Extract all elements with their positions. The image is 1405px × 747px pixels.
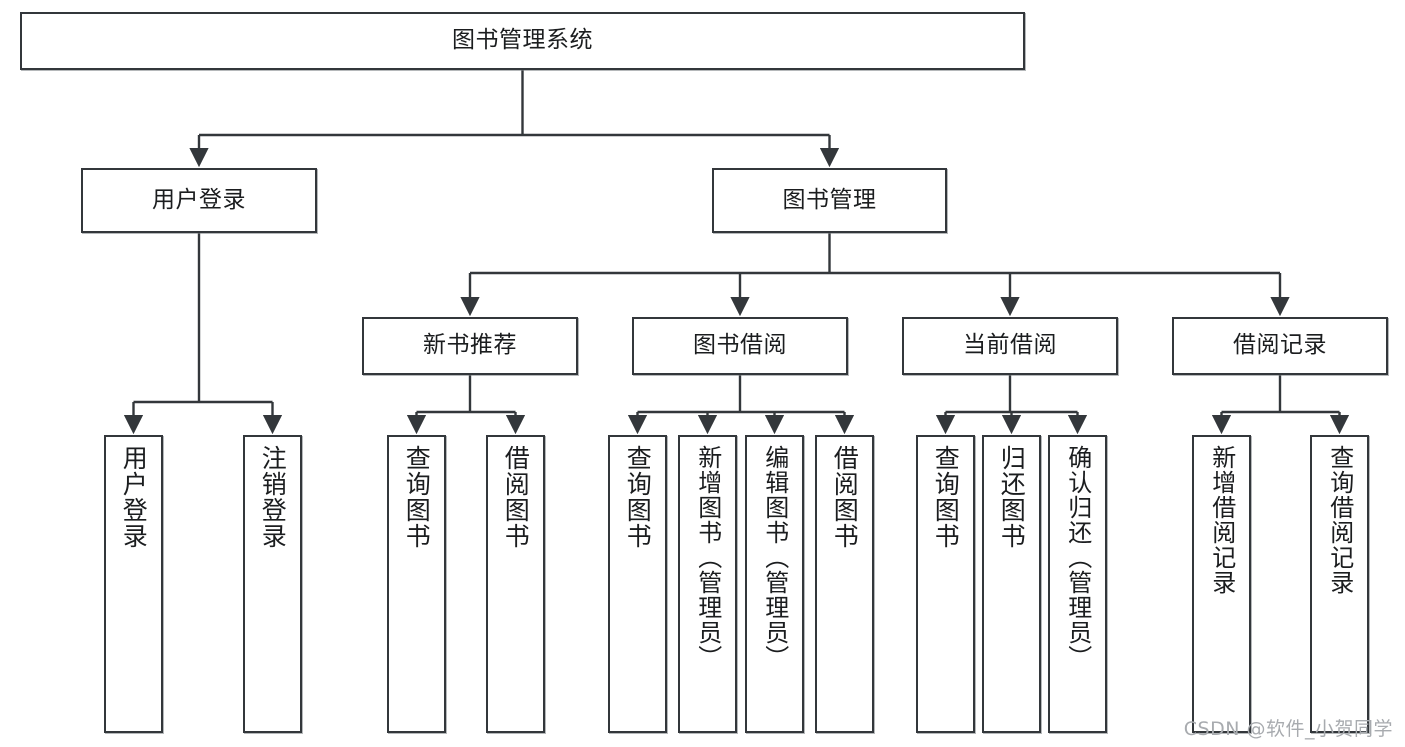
leaf-node[interactable]: 查询图书 bbox=[916, 435, 975, 733]
leaf-label: 新增借阅记录 bbox=[1207, 445, 1236, 595]
level2-node[interactable]: 图书管理 bbox=[712, 168, 947, 233]
leaf-node[interactable]: 编辑图书（管理员） bbox=[745, 435, 804, 733]
leaf-label: 归还图书 bbox=[997, 445, 1027, 549]
level2-node[interactable]: 用户登录 bbox=[81, 168, 317, 233]
leaf-label: 借阅图书 bbox=[830, 445, 860, 549]
leaf-label: 查询借阅记录 bbox=[1325, 445, 1354, 595]
leaf-label: 注销登录 bbox=[258, 445, 288, 549]
leaf-node[interactable]: 新增借阅记录 bbox=[1192, 435, 1251, 733]
leaf-label: 查询图书 bbox=[623, 445, 653, 549]
leaf-label: 编辑图书（管理员） bbox=[760, 445, 789, 670]
leaf-node[interactable]: 借阅图书 bbox=[815, 435, 874, 733]
leaf-label: 确认归还（管理员） bbox=[1063, 445, 1092, 670]
level3-node[interactable]: 图书借阅 bbox=[632, 317, 848, 375]
level3-label: 借阅记录 bbox=[1233, 332, 1327, 359]
leaf-node[interactable]: 用户登录 bbox=[104, 435, 163, 733]
level3-node[interactable]: 新书推荐 bbox=[362, 317, 578, 375]
level2-label: 用户登录 bbox=[152, 186, 246, 213]
leaf-label: 查询图书 bbox=[402, 445, 432, 549]
leaf-node[interactable]: 注销登录 bbox=[243, 435, 302, 733]
leaf-node[interactable]: 查询图书 bbox=[387, 435, 446, 733]
root-node[interactable]: 图书管理系统 bbox=[20, 12, 1025, 70]
leaf-node[interactable]: 查询图书 bbox=[608, 435, 667, 733]
leaf-node[interactable]: 查询借阅记录 bbox=[1310, 435, 1369, 733]
leaf-node[interactable]: 确认归还（管理员） bbox=[1048, 435, 1107, 733]
level3-label: 当前借阅 bbox=[963, 332, 1057, 359]
leaf-label: 新增图书（管理员） bbox=[693, 445, 722, 670]
watermark-text: CSDN @软件_小贺同学 bbox=[1183, 718, 1393, 740]
leaf-node[interactable]: 借阅图书 bbox=[486, 435, 545, 733]
leaf-node[interactable]: 新增图书（管理员） bbox=[678, 435, 737, 733]
leaf-label: 用户登录 bbox=[119, 445, 149, 549]
leaf-label: 查询图书 bbox=[931, 445, 961, 549]
level2-label: 图书管理 bbox=[782, 186, 877, 213]
level3-node[interactable]: 当前借阅 bbox=[902, 317, 1118, 375]
leaf-label: 借阅图书 bbox=[501, 445, 531, 549]
level3-label: 图书借阅 bbox=[693, 332, 787, 359]
leaf-node[interactable]: 归还图书 bbox=[982, 435, 1041, 733]
level3-label: 新书推荐 bbox=[423, 332, 517, 359]
level3-node[interactable]: 借阅记录 bbox=[1172, 317, 1388, 375]
root-label: 图书管理系统 bbox=[452, 27, 593, 54]
